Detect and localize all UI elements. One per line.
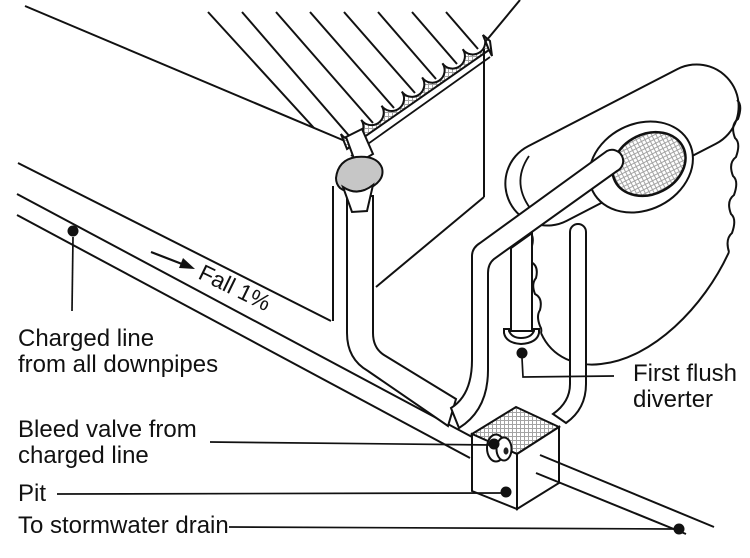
dot-first-flush [516, 347, 528, 359]
funnel-neck [344, 127, 375, 166]
tank-inlet-strainer [611, 130, 687, 198]
label-first-flush-2: diverter [633, 386, 713, 413]
label-stormwater: To stormwater drain [18, 512, 229, 539]
roof-corrugation-ridge-lines [207, 11, 479, 139]
fall-1pct-label: Fall 1% [195, 259, 275, 316]
leader-dots [67, 225, 685, 535]
roof-edge-upper-right [485, 0, 521, 42]
wall-bottom-right-edge [375, 196, 485, 288]
leader-lines [56, 236, 675, 530]
first-flush-diverter-pipe [510, 231, 533, 332]
building-roof [17, 0, 521, 322]
dot-charged-line [67, 225, 79, 237]
tank-right-corrugation [726, 99, 742, 253]
charged-line-pipe [16, 193, 475, 459]
bleed-valve-slot [503, 447, 509, 455]
flow-direction: Fall 1% [150, 250, 275, 316]
flow-arrow-shaft [150, 250, 183, 266]
leader-charged-line [71, 236, 74, 312]
label-first-flush-1: First flush [633, 360, 737, 387]
label-charged-line-1: Charged line [18, 325, 154, 352]
label-bleed-valve-2: charged line [18, 442, 149, 469]
funnel-collar [334, 155, 384, 193]
tank-bottom-curve [540, 251, 730, 366]
leader-first-flush [521, 357, 615, 378]
leader-pit [56, 492, 504, 495]
leader-bleed-valve [209, 441, 493, 446]
corrugated-edge-band [339, 34, 491, 151]
flow-arrow-head [179, 258, 195, 269]
tank-overflow-pipe [551, 223, 587, 425]
first-flush-end-cap [503, 328, 540, 346]
dot-pit [500, 486, 512, 498]
roof-eave-line [24, 5, 346, 142]
label-bleed-valve-1: Bleed valve from [18, 416, 197, 443]
label-pit: Pit [18, 480, 46, 507]
funnel-cup [341, 182, 375, 214]
fascia-line [350, 56, 491, 157]
dot-stormwater [673, 523, 685, 535]
dot-bleed-valve [488, 438, 500, 450]
leader-stormwater [228, 526, 675, 530]
labels: Charged line from all downpipes Bleed va… [18, 325, 737, 539]
label-charged-line-2: from all downpipes [18, 351, 218, 378]
riser-pipe-to-inlet [449, 148, 625, 430]
stormwater-drain-pipe [535, 454, 715, 535]
wall-bottom-front-edge [17, 162, 332, 322]
downpipe [346, 195, 458, 428]
gutter-spout-funnel [334, 127, 384, 214]
